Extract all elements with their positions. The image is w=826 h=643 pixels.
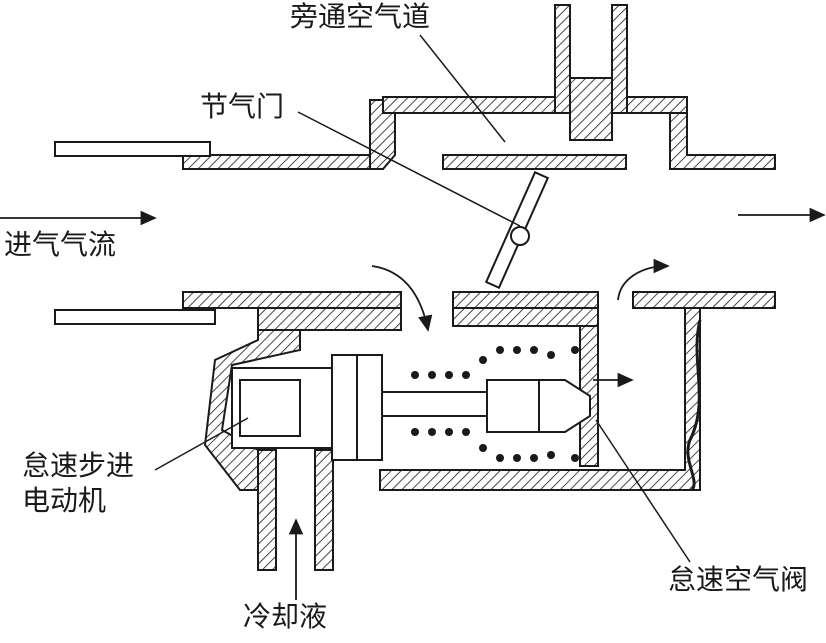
upper-wall-left (182, 154, 384, 170)
valve-cone (538, 379, 591, 433)
coolant-label: 冷却液 (243, 600, 328, 633)
bypass-top-wall-left (382, 96, 556, 114)
throttle-plate (484, 171, 550, 289)
coolant-pipe-left-wall (257, 449, 277, 571)
valve-housing-right (379, 307, 701, 491)
leader-idle-air-valve (595, 419, 691, 563)
lower-wall-right (632, 291, 776, 309)
leader-throttle-valve (297, 111, 521, 227)
lower-wall-middle (452, 291, 599, 309)
valve-seat-block (452, 307, 599, 327)
housing-curve-edge (686, 319, 702, 491)
leader-idle-stepper-motor (154, 417, 249, 471)
adjust-screw (569, 77, 613, 141)
throttle-valve-label: 节气门 (200, 90, 285, 123)
bypass-right-wall (669, 112, 776, 170)
bypass-inflow-arrow (371, 265, 433, 332)
motor-shaft (381, 391, 488, 417)
idle-air-valve-label: 怠速空气阀 (668, 563, 809, 596)
valve-housing-top (257, 307, 402, 331)
motor-core (239, 379, 301, 437)
adjust-screw-housing-left (554, 4, 571, 114)
coolant-pipe-right-wall (314, 449, 334, 571)
bypass-outflow-arrow (617, 258, 670, 301)
valve-shaft (486, 379, 540, 433)
valve-housing-left (203, 329, 301, 491)
spring-coils (411, 346, 579, 462)
intake-airflow-label: 进气气流 (4, 228, 117, 261)
bypass-inner-plate (442, 154, 627, 170)
leader-bypass-passage (419, 34, 506, 143)
upper-pipe-tube (54, 141, 211, 157)
adjust-screw-housing-right (611, 4, 628, 114)
lower-pipe-tube (54, 309, 216, 325)
lower-wall-left (182, 291, 402, 309)
idle-stepper-motor-label: 怠速步进 电动机 (22, 449, 135, 517)
bypass-passage-label: 旁通空气道 (290, 0, 431, 33)
